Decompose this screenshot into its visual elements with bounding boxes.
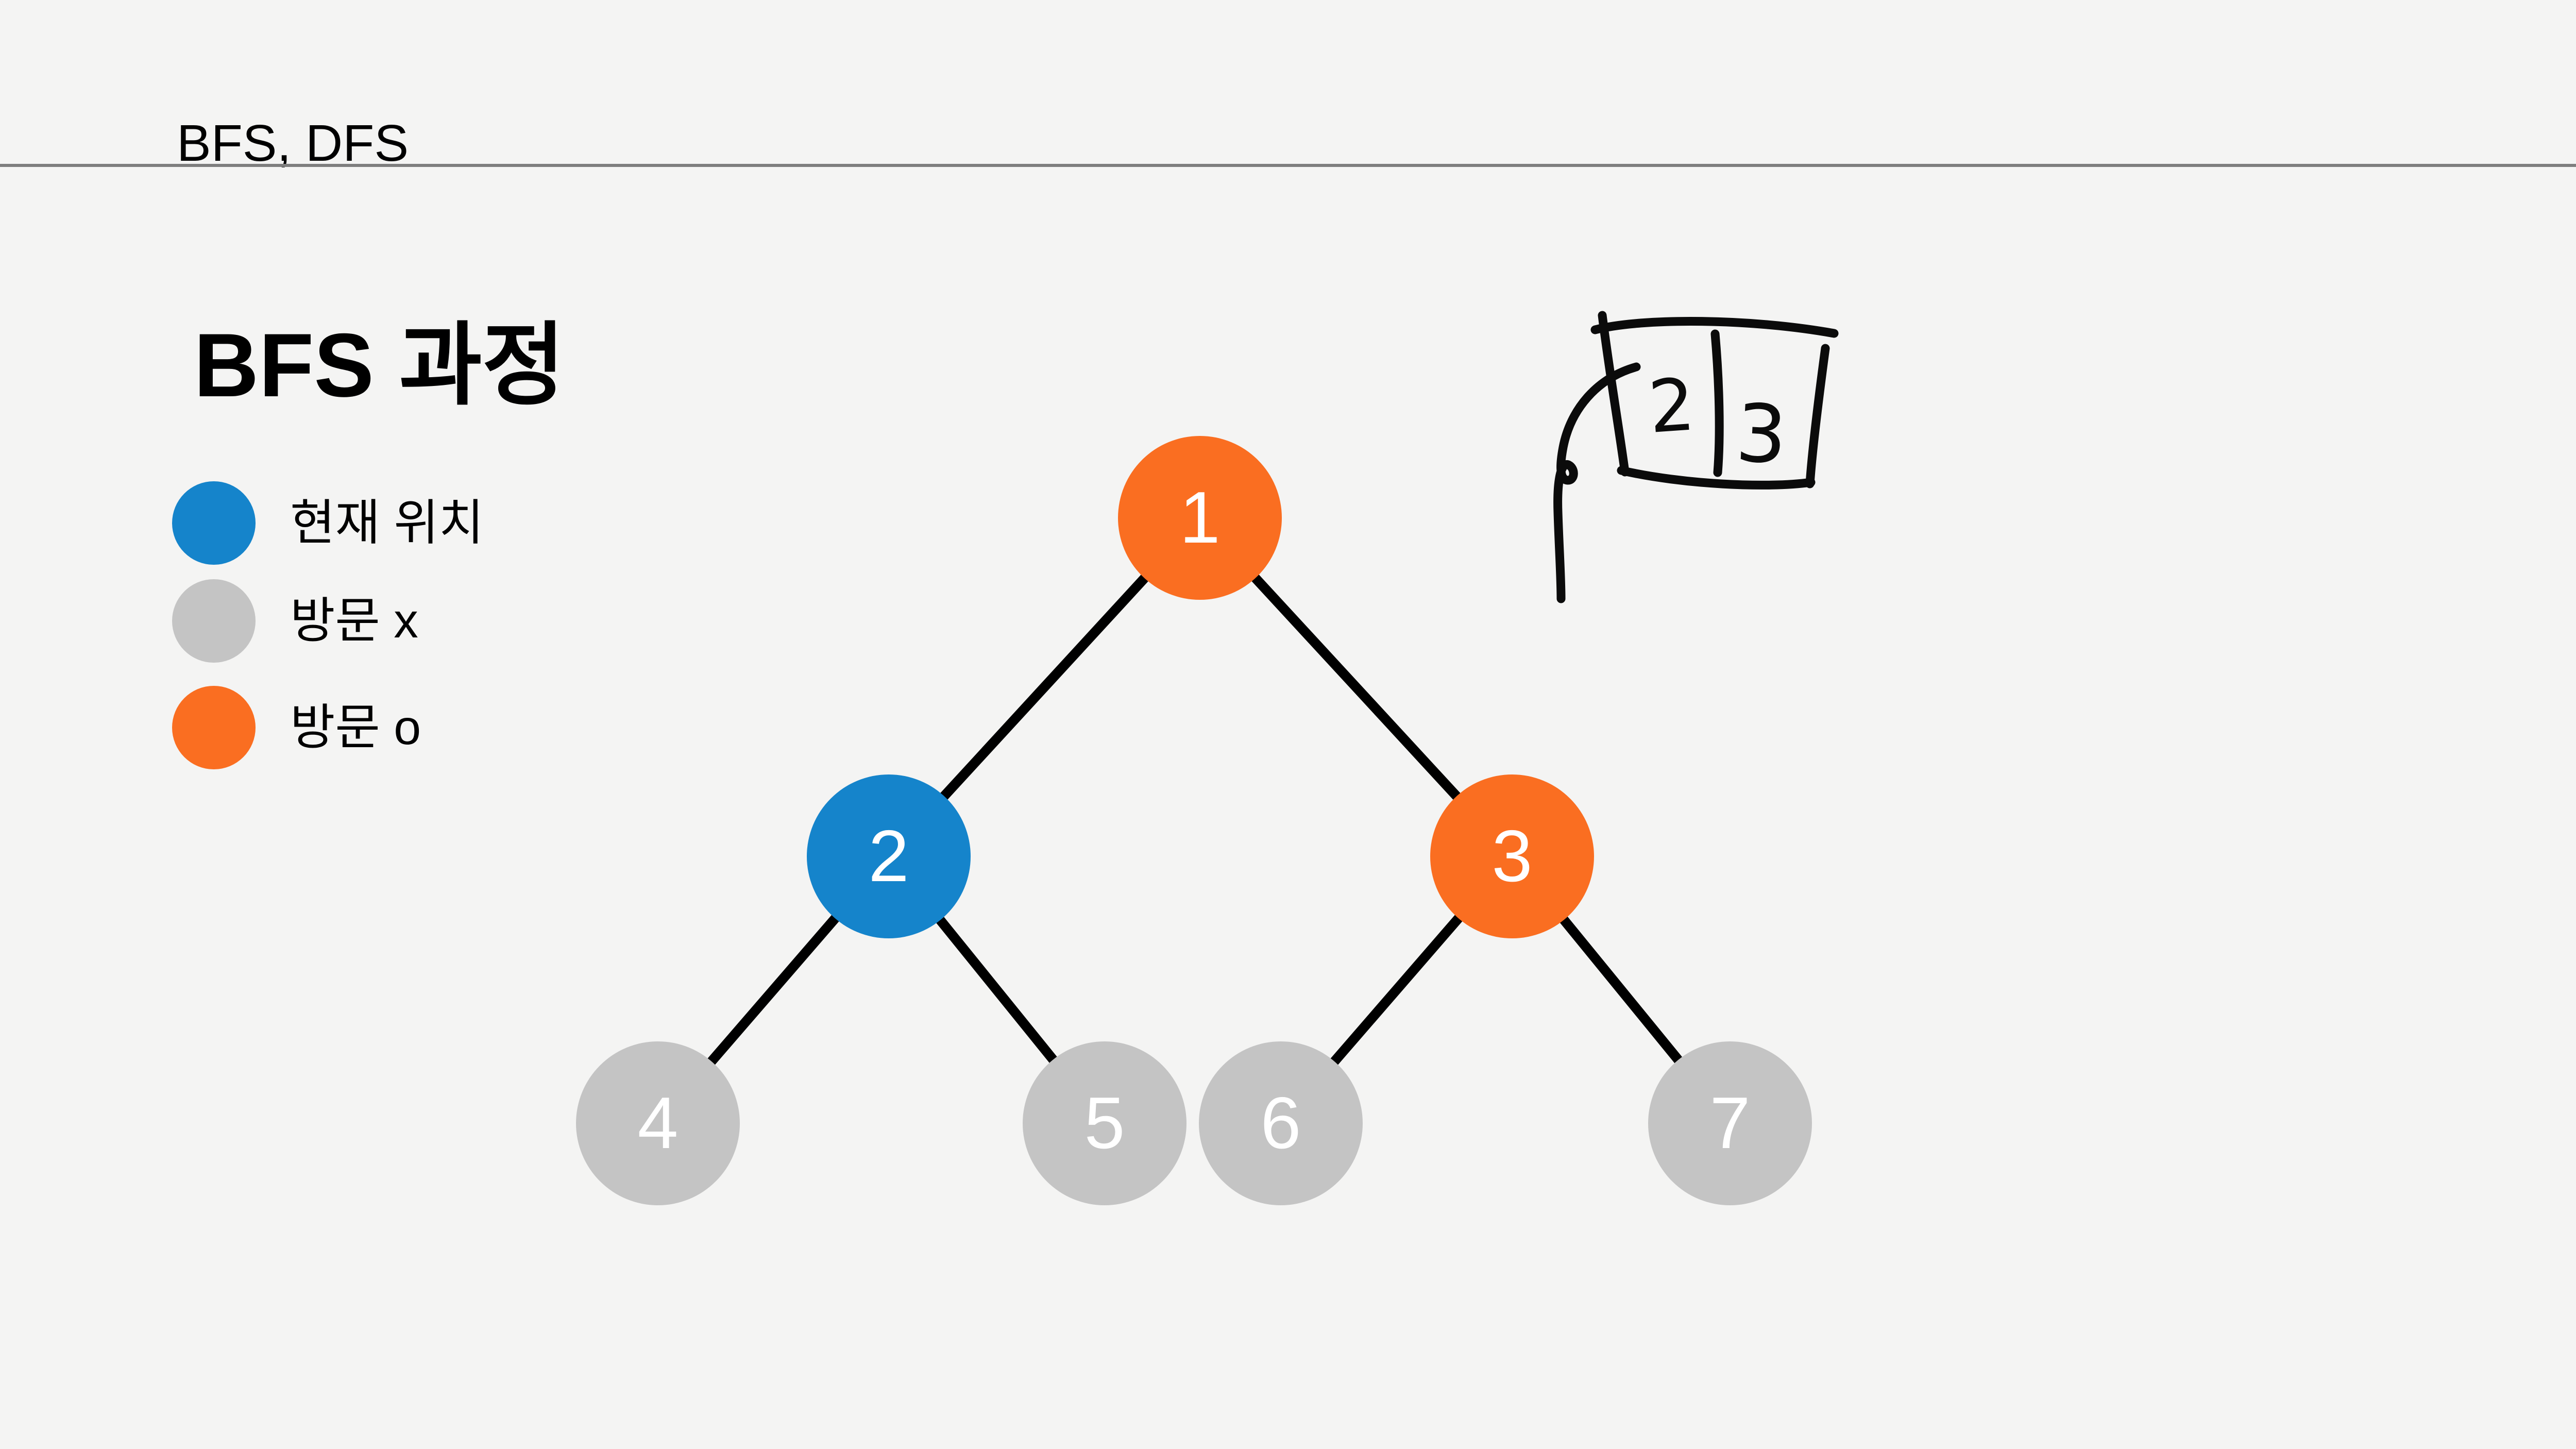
- tree-node-label: 6: [1260, 1082, 1301, 1164]
- tree-node-3: 3: [1430, 774, 1594, 938]
- queue-value-first: 2: [1646, 363, 1698, 450]
- legend-dot-current-position: [172, 481, 256, 565]
- queue-box-top-stroke: [1590, 316, 1839, 338]
- tree-node-4: 4: [576, 1041, 740, 1205]
- tree-node-label: 3: [1492, 815, 1533, 897]
- tree-node-5: 5: [1023, 1041, 1187, 1205]
- tree-node-label: 5: [1084, 1082, 1125, 1164]
- section-heading: BFS 과정: [194, 315, 565, 416]
- legend-dot-not-visited: [172, 579, 256, 663]
- queue-box-bottom-stroke: [1617, 466, 1816, 490]
- queue-box-left-stroke: [1598, 311, 1630, 477]
- legend-label-not-visited: 방문 x: [290, 594, 418, 648]
- queue-value-second: 3: [1734, 386, 1789, 482]
- tree-node-label: 4: [637, 1082, 679, 1164]
- tree-node-label: 7: [1709, 1082, 1751, 1164]
- slide-header-title: BFS, DFS: [177, 114, 409, 172]
- legend-label-current-position: 현재 위치: [290, 496, 484, 550]
- tree-node-6: 6: [1199, 1041, 1363, 1205]
- tree-node-7: 7: [1648, 1041, 1812, 1205]
- legend-label-visited: 방문 o: [290, 700, 421, 755]
- tree-node-2: 2: [807, 774, 971, 938]
- tree-node-label: 1: [1179, 477, 1221, 559]
- tree-node-label: 2: [868, 815, 909, 897]
- legend-dot-visited: [172, 686, 256, 769]
- tree-node-1: 1: [1118, 436, 1282, 600]
- queue-box-right-stroke: [1805, 344, 1830, 488]
- queue-pointer-tail-stroke: [1553, 362, 1641, 603]
- header-divider-line: [0, 164, 2576, 167]
- queue-divider-stroke: [1710, 329, 1724, 477]
